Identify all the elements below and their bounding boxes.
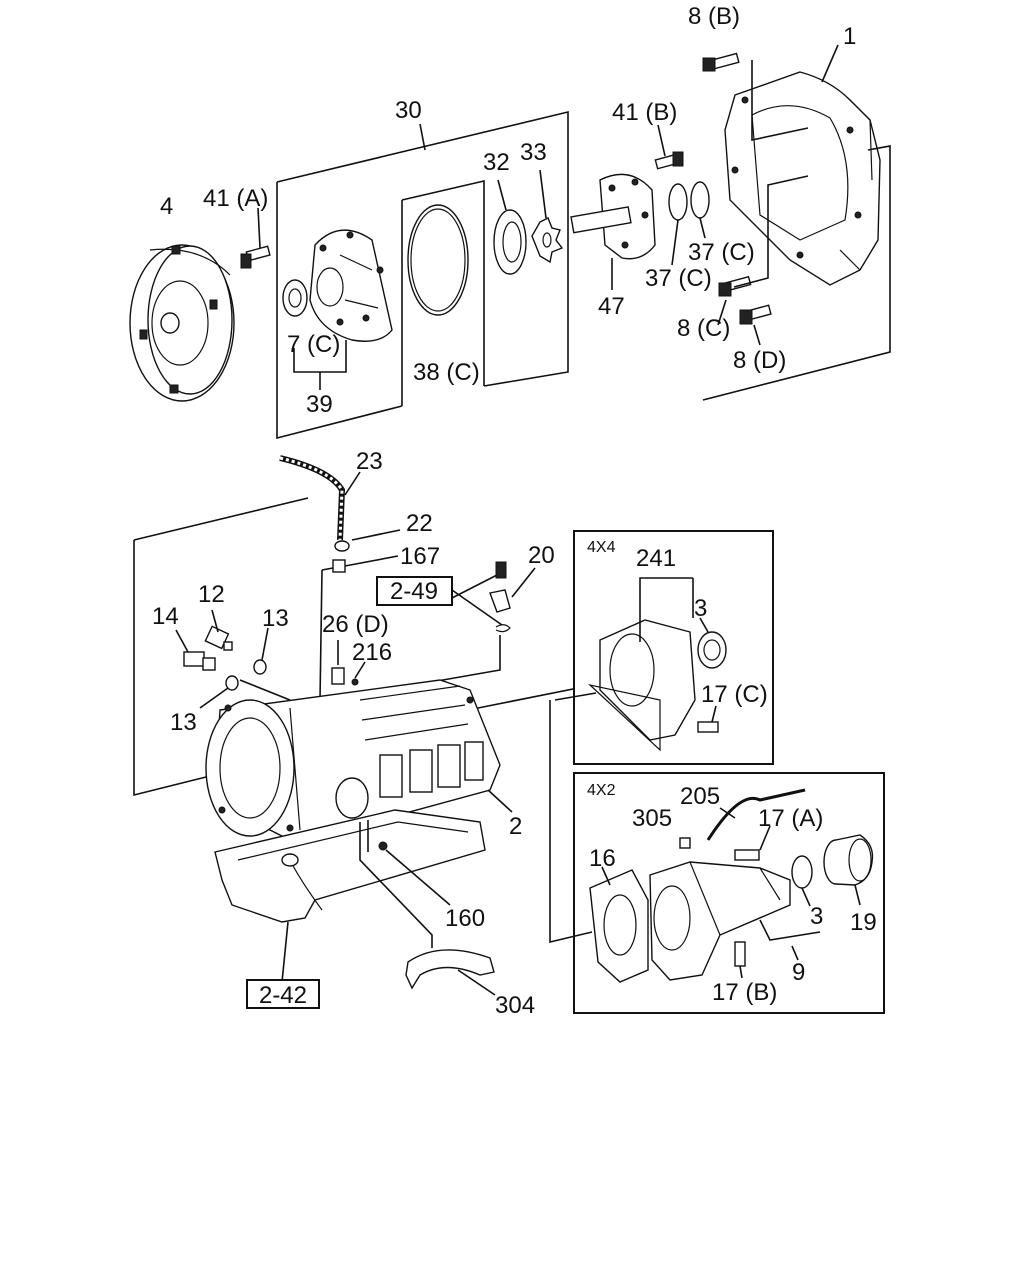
switch-14 bbox=[183, 651, 216, 671]
callout-241: 241 bbox=[636, 545, 676, 572]
seal-ring-37c-b bbox=[690, 181, 710, 219]
ref-box-2-42: 2-42 bbox=[246, 979, 320, 1009]
magnet-160 bbox=[378, 841, 388, 851]
callout-4: 4 bbox=[160, 193, 173, 220]
seal-ring-37c-a bbox=[668, 183, 688, 221]
extension-housing-9 bbox=[649, 861, 791, 981]
transfer-adapter-241 bbox=[587, 619, 696, 752]
outer-gear-32 bbox=[493, 209, 527, 275]
inner-gear-33 bbox=[531, 217, 564, 264]
ref-box-2-49: 2-49 bbox=[376, 576, 453, 606]
callout-14: 14 bbox=[152, 603, 179, 630]
oil-seal-3a bbox=[697, 631, 727, 669]
o-ring-13a bbox=[253, 659, 267, 675]
callout-17a: 17 (A) bbox=[758, 805, 823, 832]
plug-216 bbox=[351, 678, 359, 686]
callout-3b: 3 bbox=[810, 903, 823, 930]
callout-37c-a: 37 (C) bbox=[688, 239, 755, 266]
callout-41a: 41 (A) bbox=[203, 185, 268, 212]
callout-19: 19 bbox=[850, 909, 877, 936]
oil-level-gauge-23 bbox=[279, 455, 346, 541]
converter-housing-1 bbox=[724, 71, 881, 286]
callout-26d: 26 (D) bbox=[322, 611, 389, 638]
callout-1: 1 bbox=[843, 23, 856, 50]
bolt-17c bbox=[697, 721, 719, 733]
bracket-304 bbox=[405, 949, 495, 990]
ref-2-42: 2-42 bbox=[259, 982, 307, 1009]
bolt-8b bbox=[702, 52, 740, 72]
bolt-8d bbox=[739, 304, 772, 325]
transmission-case-2 bbox=[205, 679, 501, 841]
callout-167: 167 bbox=[400, 543, 440, 570]
o-ring-13b bbox=[225, 675, 239, 691]
bolt-41b bbox=[654, 151, 684, 170]
callout-17c: 17 (C) bbox=[701, 681, 768, 708]
bolt-17b bbox=[734, 941, 746, 967]
callout-160: 160 bbox=[445, 905, 485, 932]
callout-47: 47 bbox=[598, 293, 625, 320]
callout-16: 16 bbox=[589, 845, 616, 872]
speed-sensor-20 bbox=[489, 561, 511, 613]
plug-305 bbox=[679, 837, 691, 849]
bolt-41a bbox=[240, 245, 271, 269]
bolt-8c bbox=[718, 275, 752, 297]
callout-205: 205 bbox=[680, 783, 720, 810]
callout-2: 2 bbox=[509, 813, 522, 840]
callout-33: 33 bbox=[520, 139, 547, 166]
callout-3a: 3 bbox=[694, 595, 707, 622]
callout-32: 32 bbox=[483, 149, 510, 176]
callout-7c: 7 (C) bbox=[287, 331, 340, 358]
plug-26d bbox=[331, 667, 345, 685]
torque-converter bbox=[129, 244, 235, 402]
oil-pump-body bbox=[309, 229, 393, 342]
callout-13a: 13 bbox=[262, 605, 289, 632]
callout-22: 22 bbox=[406, 510, 433, 537]
callout-17b: 17 (B) bbox=[712, 979, 777, 1006]
gasket-16 bbox=[589, 869, 649, 983]
ref-2-49: 2-49 bbox=[390, 578, 438, 605]
o-ring-38c bbox=[407, 204, 469, 316]
bolt-17a bbox=[734, 849, 760, 861]
callout-41b: 41 (B) bbox=[612, 99, 677, 126]
panel-4x2-tag: 4X2 bbox=[587, 782, 616, 799]
o-ring-22 bbox=[334, 540, 350, 552]
callout-305: 305 bbox=[632, 805, 672, 832]
callout-labels: 1 8 (B) 30 41 (B) 32 33 4 41 (A) 37 (C) … bbox=[152, 3, 877, 1019]
panel-4x4-tag: 4X4 bbox=[587, 539, 616, 556]
callout-8c: 8 (C) bbox=[677, 315, 730, 342]
callout-38c: 38 (C) bbox=[413, 359, 480, 386]
switch-12 bbox=[204, 625, 233, 651]
callout-23: 23 bbox=[356, 448, 383, 475]
callout-8d: 8 (D) bbox=[733, 347, 786, 374]
oil-pan bbox=[214, 809, 486, 923]
pipe-205 bbox=[706, 788, 806, 841]
callout-39: 39 bbox=[306, 391, 333, 418]
callout-37c-b: 37 (C) bbox=[645, 265, 712, 292]
oil-seal-7c bbox=[282, 279, 308, 317]
callout-20: 20 bbox=[528, 542, 555, 569]
dust-cover-19 bbox=[823, 834, 874, 886]
oil-seal-3b bbox=[791, 855, 813, 889]
tube-fitting-167 bbox=[321, 559, 346, 573]
stator-shaft-47 bbox=[570, 173, 656, 260]
callout-8b: 8 (B) bbox=[688, 3, 740, 30]
callout-13b: 13 bbox=[170, 709, 197, 736]
callout-304: 304 bbox=[495, 992, 535, 1019]
callout-30: 30 bbox=[395, 97, 422, 124]
callout-9: 9 bbox=[792, 959, 805, 986]
callout-12: 12 bbox=[198, 581, 225, 608]
callout-216: 216 bbox=[352, 639, 392, 666]
